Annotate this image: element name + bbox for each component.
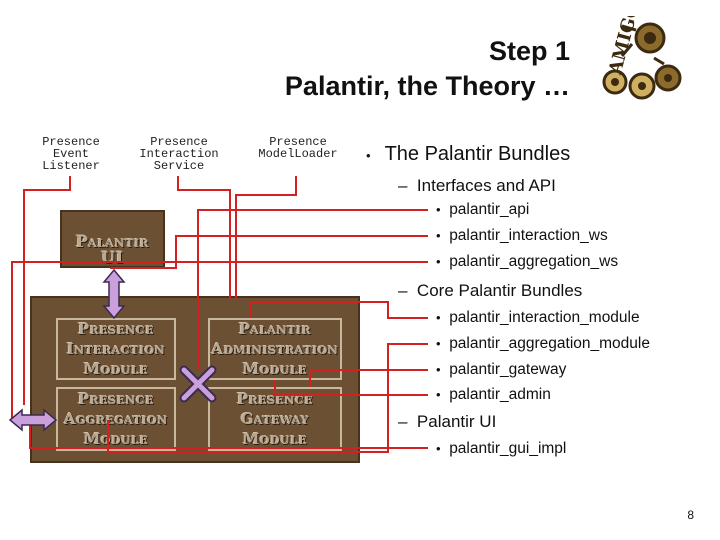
service-label-model-loader: Presence ModelLoader xyxy=(258,135,338,161)
page-number: 8 xyxy=(687,508,694,522)
connector-api xyxy=(197,209,428,370)
list-item: • palantir_gateway xyxy=(436,361,567,378)
list-item: • palantir_interaction_module xyxy=(436,309,640,326)
double-arrow-horizontal-icon xyxy=(8,408,58,432)
cross-connector-icon xyxy=(179,365,217,403)
group-label: – Interfaces and API xyxy=(398,176,556,195)
list-item: • palantir_gui_impl xyxy=(436,440,567,457)
bullet-icon: • xyxy=(436,336,441,351)
list-item: • palantir_aggregation_module xyxy=(436,335,650,352)
module-label: Palantir Administration Module xyxy=(211,320,339,378)
amigo-logo: AMIGO xyxy=(592,0,684,106)
service-label-interaction-service: Presence Interaction Service xyxy=(139,135,219,173)
bullet-icon: • xyxy=(436,441,441,456)
bullet-icon: • xyxy=(436,228,441,243)
double-arrow-vertical-icon xyxy=(102,268,126,320)
connector-admin xyxy=(274,380,428,396)
module-label: Presence Aggregation Module xyxy=(64,390,168,448)
connector-interaction-service xyxy=(177,176,231,300)
connector-aggregation-module xyxy=(107,343,428,453)
bullet-icon: • xyxy=(436,387,441,402)
connector-event-listener xyxy=(23,176,71,405)
dash-icon: – xyxy=(398,176,408,195)
bullet-icon: • xyxy=(436,254,441,269)
group-label: – Core Palantir Bundles xyxy=(398,281,583,300)
list-item: • palantir_api xyxy=(436,201,530,218)
slide-title-line-1: Step 1 xyxy=(488,36,570,66)
connector-aggregation-ws xyxy=(11,261,428,418)
service-label-event-listener: Presence Event Listener xyxy=(42,135,100,173)
list-item: • palantir_interaction_ws xyxy=(436,227,608,244)
list-item: • palantir_aggregation_ws xyxy=(436,253,619,270)
slide-title-line-2: Palantir, the Theory … xyxy=(284,71,570,101)
content-heading: • The Palantir Bundles xyxy=(366,144,570,164)
module-presence-aggregation: Presence Aggregation Module xyxy=(56,387,176,451)
dash-icon: – xyxy=(398,281,408,300)
module-presence-interaction: Presence Interaction Module xyxy=(56,318,176,380)
bullet-icon: • xyxy=(366,148,371,163)
connector-gateway xyxy=(309,369,428,387)
connector-interaction-ws xyxy=(110,235,428,269)
dash-icon: – xyxy=(398,412,408,431)
connector-gui-impl xyxy=(29,420,428,449)
connector-model-loader xyxy=(235,176,297,300)
connector-interaction-module xyxy=(249,301,428,319)
content-heading-text: The Palantir Bundles xyxy=(384,143,571,165)
amigo-logo-icon: AMIGO xyxy=(601,0,682,104)
bullet-icon: • xyxy=(436,202,441,217)
group-label: – Palantir UI xyxy=(398,412,497,431)
palantir-ui-box: Palantir UI xyxy=(60,210,165,268)
list-item: • palantir_admin xyxy=(436,386,551,403)
bullet-icon: • xyxy=(436,362,441,377)
module-label: Presence Interaction Module xyxy=(66,320,166,378)
bullet-icon: • xyxy=(436,310,441,325)
